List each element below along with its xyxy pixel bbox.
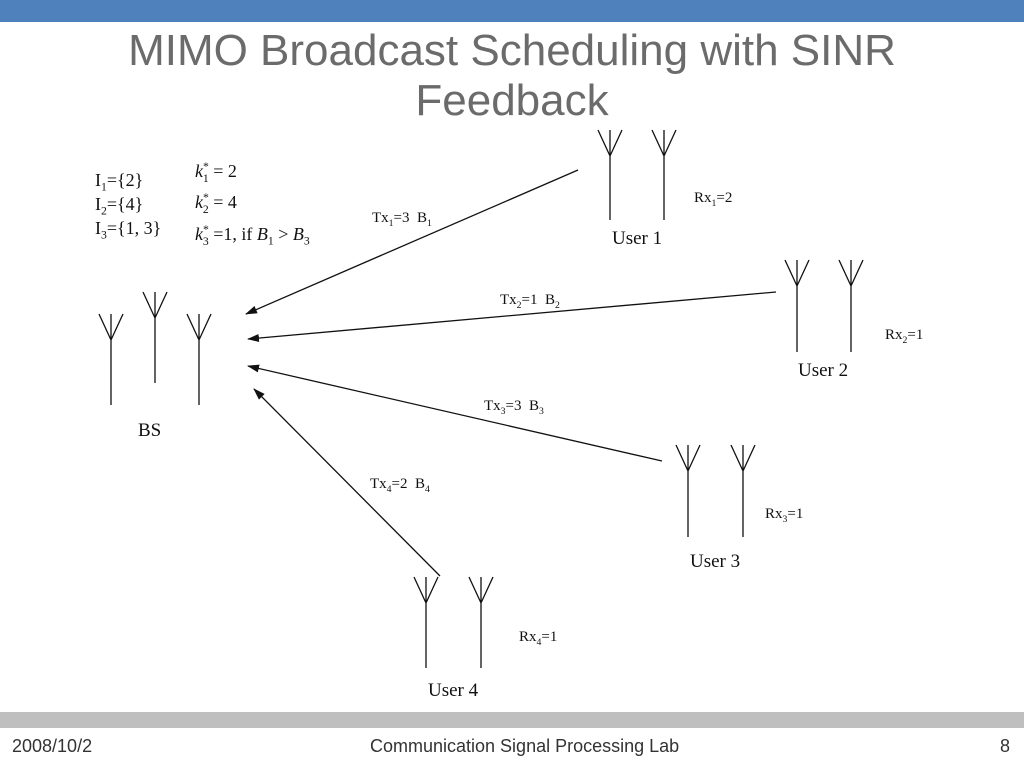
antenna-icon — [186, 313, 212, 405]
arrow-user4-to-bs — [253, 388, 441, 577]
footer-date: 2008/10/2 — [12, 736, 93, 756]
antenna-icon — [730, 444, 756, 537]
antenna-icon — [651, 129, 677, 220]
assignment-k2: k*2 = 4 — [195, 191, 237, 216]
assignment-k3: k*3 =1, if B1 > B3 — [195, 223, 310, 248]
title-line-1: MIMO Broadcast Scheduling with SINR — [128, 26, 896, 75]
user3-antenna-array — [675, 444, 756, 537]
bs-antenna-array — [98, 291, 212, 405]
rx-label-1: Rx1=2 — [694, 190, 733, 209]
antenna-icon — [675, 444, 701, 537]
antenna-icon — [784, 259, 810, 352]
set-i1: I1={2} — [95, 170, 144, 194]
arrow-user2-to-bs — [247, 291, 777, 343]
title-line-2: Feedback — [415, 76, 609, 125]
user3-label: User 3 — [690, 551, 741, 572]
arrow-user3-to-bs — [247, 364, 663, 462]
link-label-4: Tx4=2 B4 — [370, 476, 430, 495]
user2-antenna-array — [784, 259, 864, 352]
set-i2: I2={4} — [95, 194, 144, 218]
user4-antenna-array — [413, 576, 494, 668]
user2-label: User 2 — [798, 360, 849, 381]
bs-label: BS — [138, 420, 162, 441]
set-i3: I3={1, 3} — [95, 218, 162, 242]
user4-label: User 4 — [428, 680, 479, 701]
bottom-accent-bar — [0, 712, 1024, 728]
rx-label-2: Rx2=1 — [885, 327, 924, 346]
footer-page-number: 8 — [1000, 736, 1011, 756]
rx-label-3: Rx3=1 — [765, 506, 804, 525]
assignment-k1: k*1 = 2 — [195, 160, 237, 185]
footer-lab-name: Communication Signal Processing Lab — [370, 736, 680, 756]
arrow-user1-to-bs — [245, 169, 579, 315]
antenna-icon — [838, 259, 864, 352]
antenna-icon — [468, 576, 494, 668]
link-label-1: Tx1=3 B1 — [372, 210, 432, 229]
antenna-icon — [142, 291, 168, 383]
slide-title: MIMO Broadcast Scheduling with SINR Feed… — [0, 26, 1024, 126]
link-label-2: Tx2=1 B2 — [500, 292, 560, 311]
antenna-icon — [597, 129, 623, 220]
antenna-icon — [98, 313, 124, 405]
top-accent-bar — [0, 0, 1024, 22]
user1-label: User 1 — [612, 228, 663, 249]
link-label-3: Tx3=3 B3 — [484, 398, 544, 417]
antenna-icon — [413, 576, 439, 668]
rx-label-4: Rx4=1 — [519, 629, 558, 648]
user1-antenna-array — [597, 129, 677, 220]
